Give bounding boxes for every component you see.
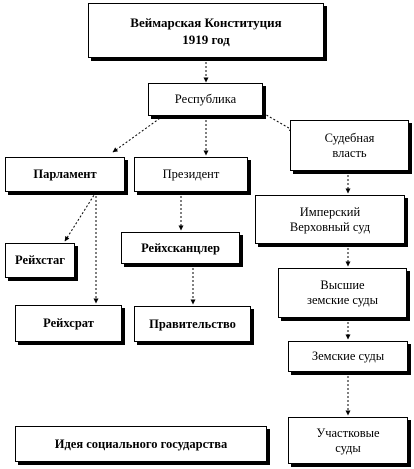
node-land-courts: Земские суды bbox=[288, 341, 408, 372]
node-chancellor: Рейхсканцлер bbox=[121, 232, 240, 264]
node-reichsrat: Рейхсрат bbox=[15, 305, 122, 342]
node-reichstag: Рейхстаг bbox=[5, 243, 75, 278]
node-district-courts: Участковые суды bbox=[288, 417, 408, 464]
node-social-state: Идея социального государства bbox=[15, 426, 267, 462]
node-parliament: Парламент bbox=[5, 157, 125, 192]
node-government: Правительство bbox=[134, 306, 251, 342]
node-imperial-court: Имперский Верховный суд bbox=[255, 195, 405, 244]
node-judicial: Судебная власть bbox=[290, 120, 409, 171]
edge-republic-judicial bbox=[262, 112, 295, 132]
edge-parliament-reichstag bbox=[64, 191, 97, 242]
node-president: Президент bbox=[134, 157, 248, 192]
edge-republic-parliament bbox=[112, 115, 164, 153]
node-higher-courts: Высшие земские суды bbox=[278, 268, 407, 318]
node-republic: Республика bbox=[148, 83, 263, 116]
node-constitution: Веймарская Конституция 1919 год bbox=[88, 3, 324, 58]
